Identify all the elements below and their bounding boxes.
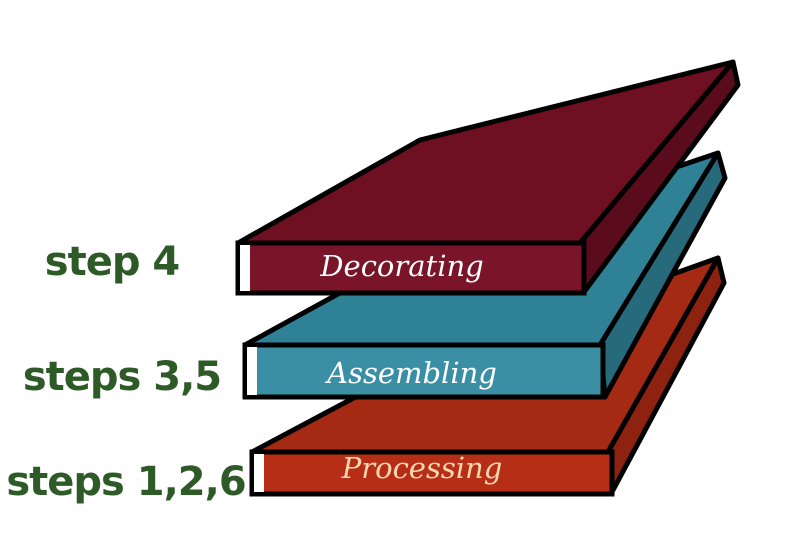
decorating-label: Decorating (319, 249, 483, 283)
processing-label: Processing (341, 451, 503, 485)
decorating-pages (240, 245, 250, 291)
assembling-front-face (242, 342, 606, 400)
processing-front-face (249, 449, 615, 497)
layer-decorating: Decorating (235, 59, 741, 296)
decorating-front-face (235, 240, 587, 296)
step-label-assembling: steps 3,5 (23, 354, 221, 400)
assembling-label: Assembling (324, 356, 497, 390)
assembling-pages (247, 347, 257, 395)
step-label-decorating: step 4 (45, 239, 179, 285)
processing-pages (254, 454, 264, 492)
step-label-processing: steps 1,2,6 (6, 459, 245, 505)
